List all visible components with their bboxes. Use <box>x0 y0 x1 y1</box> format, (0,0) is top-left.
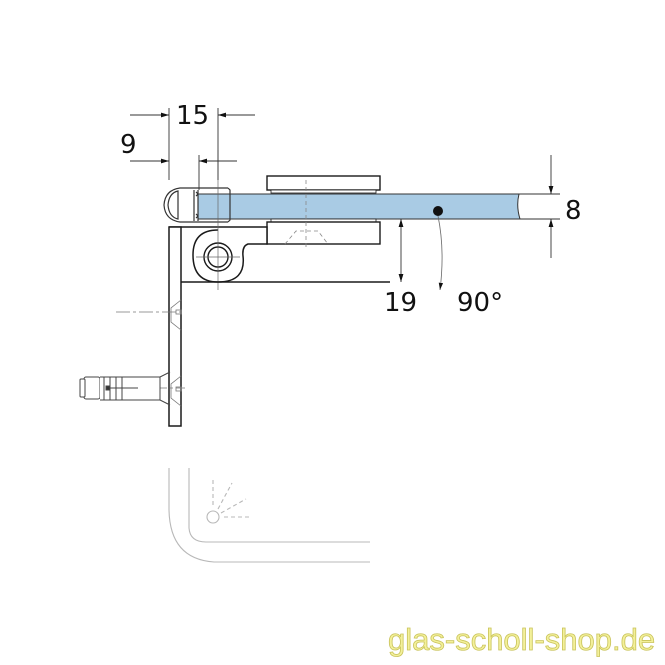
dim-9-label: 9 <box>120 130 137 160</box>
seal-profile <box>163 187 231 223</box>
wall-plate <box>168 226 390 427</box>
dim-15-label: 15 <box>176 101 209 131</box>
glass-clamp <box>266 175 381 245</box>
dim-90-label: 90° <box>457 288 503 318</box>
dim-8-label: 8 <box>565 196 582 226</box>
swing-arc <box>433 206 444 291</box>
glass-panel <box>197 193 521 220</box>
shower-tray <box>168 468 370 563</box>
clamp-hidden-screw <box>284 180 329 250</box>
dim-lines-8 <box>519 155 560 258</box>
watermark: glas-scholl-shop.de <box>388 622 655 657</box>
dim-19-label: 19 <box>384 288 417 318</box>
wall-anchor <box>79 371 171 406</box>
dim-lines-top-left <box>130 108 255 190</box>
